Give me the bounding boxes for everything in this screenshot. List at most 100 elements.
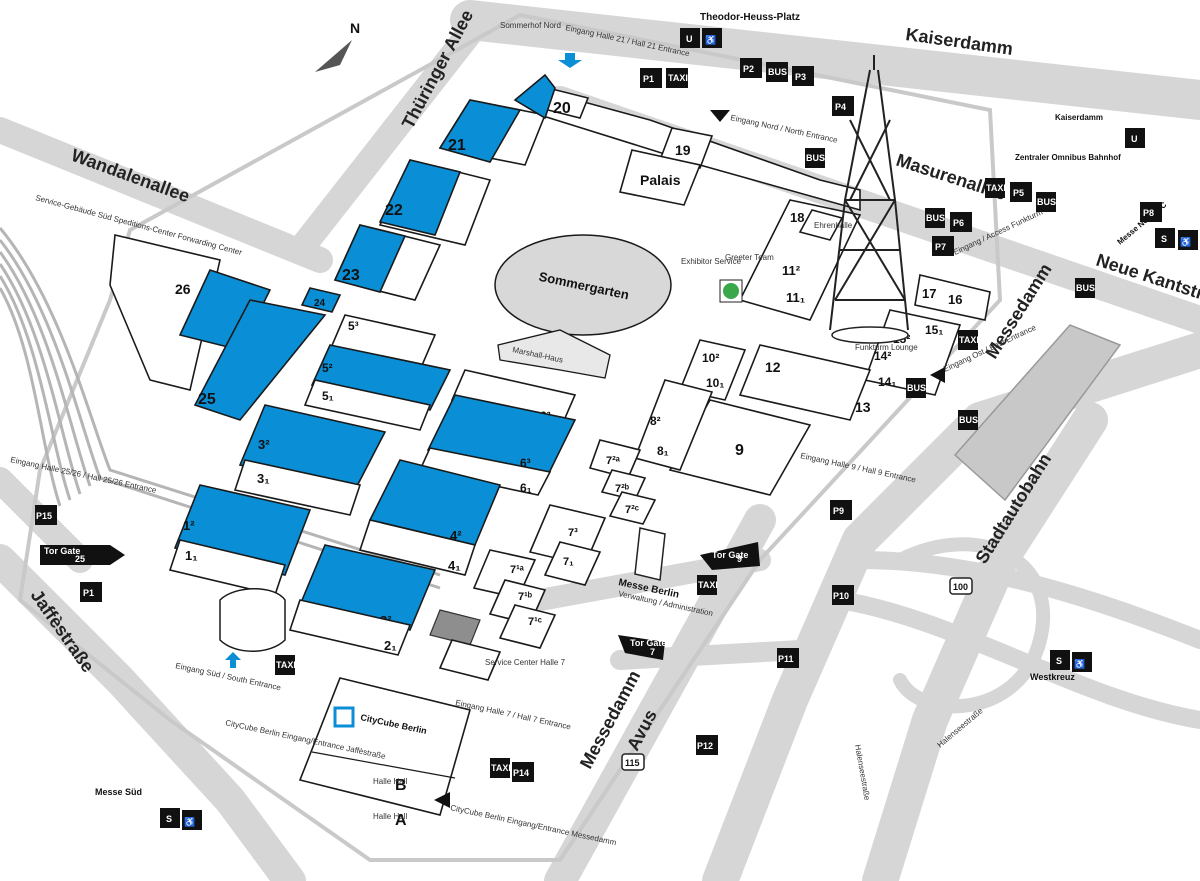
wheelchair-badge-westkreuz-text: ♿ (1074, 658, 1085, 669)
hall-7-1-label: 7₁ (563, 556, 574, 568)
south-rotunda (219, 588, 286, 652)
service-center-block (429, 609, 481, 646)
theodor-heuss-label: Theodor-Heuss-Platz (700, 12, 800, 23)
funkturm-lounge-label: Funkturm Lounge (855, 343, 918, 352)
hall-17-16 (914, 274, 991, 321)
westkreuz-label: Westkreuz (1030, 672, 1075, 682)
taxi-badge-6 (275, 655, 295, 675)
wheelchair-badge-nord-text: ♿ (1180, 236, 1191, 247)
halenseestrasse-a-label: Halenseestraße (853, 744, 872, 802)
gate-9-marker (700, 542, 760, 570)
hall-7-2b-label: 7²ᵇ (615, 483, 630, 495)
a115-label: 115 (625, 758, 640, 768)
hall-10 (678, 339, 747, 401)
hall-25 (193, 299, 327, 421)
hall-3-2-label: 3² (258, 437, 270, 452)
hall-9-label: 9 (735, 442, 744, 459)
gate-7-number: 7 (650, 647, 655, 657)
citycube: CityCube Berlin B A Halle Hall Halle Hal… (298, 677, 471, 829)
s-badge-nord (1155, 228, 1175, 248)
p-badge-14 (512, 762, 534, 782)
a115-shield (621, 753, 645, 771)
interchange-loop (893, 537, 1051, 714)
hall-14-1-label: 14₁ (878, 375, 896, 389)
hall-7-1c (498, 604, 557, 649)
taxi-badge-6-text: TAXI (276, 660, 296, 670)
gate-7-caption: Tor Gate (630, 638, 666, 648)
p-badge-3-text: P3 (795, 72, 806, 82)
badges: U ♿ P1 TAXI P2 BUS P3 P4 U TAXI P5 BUS B… (35, 28, 1198, 830)
taxi-badge-2 (985, 178, 1005, 198)
hall-24 (300, 287, 342, 313)
bus-badge-5 (1075, 278, 1095, 298)
info-icon (723, 283, 739, 299)
entrance-sued-arrow (225, 652, 241, 668)
hall-18-label: 18 (790, 210, 804, 225)
p-badge-9 (830, 500, 852, 520)
citycube-logo-icon (333, 706, 355, 728)
a100-label: 100 (953, 582, 968, 592)
bus-badge-7-text: BUS (959, 415, 978, 425)
citycube-hall-b: B (395, 777, 407, 794)
wheelchair-badge (702, 28, 722, 48)
hall-8 (633, 379, 714, 471)
p-badge-3 (792, 66, 814, 86)
ehrenhalle-label: Ehrenhalle (814, 221, 853, 230)
hall-14-2-label: 14² (874, 349, 891, 363)
p-badge-10 (832, 585, 854, 605)
hall-3-1-label: 3₁ (257, 471, 270, 486)
hall-5-1 (303, 379, 432, 431)
p-badge-12-text: P12 (697, 741, 713, 751)
hall-22-label: 22 (385, 202, 403, 219)
hall-19-label: 19 (675, 142, 691, 158)
p-badge-11-text: P11 (778, 654, 794, 664)
p-badge-11 (777, 648, 799, 668)
s-badge-sued-text: S (166, 814, 172, 824)
p-badge-8-text: P8 (1143, 208, 1154, 218)
taxi-badge-4-text: TAXI (698, 580, 718, 590)
entrance-nord-arrow (710, 110, 730, 122)
bus-badge-1 (766, 62, 788, 82)
hall-1-2-label: 1² (183, 518, 195, 533)
p-badge-12 (696, 735, 718, 755)
bus-badge-2-text: BUS (1037, 197, 1056, 207)
north-arrow-icon (315, 40, 352, 72)
wheelchair-badge-sued (182, 810, 202, 830)
hall-7-1c-label: 7¹ᶜ (528, 616, 542, 628)
hall-12-13 (738, 344, 872, 421)
hall-21-point (513, 73, 556, 120)
bus-badge-4 (925, 208, 945, 228)
entrance-sued-label: Eingang Süd / South Entrance (175, 661, 283, 692)
gates: Tor Gate 25 Tor Gate 9 Tor Gate 7 (40, 542, 760, 660)
entrance-halle21-arrow (558, 53, 582, 68)
p-badge-15 (35, 505, 57, 525)
hall-4-1 (358, 519, 477, 576)
hall-22-blue (378, 159, 462, 236)
hall-21-label: 21 (448, 137, 466, 154)
taxi-badge-1 (666, 68, 688, 88)
north-arrow: N (315, 20, 360, 72)
hall-13-label: 13 (855, 399, 871, 415)
messe-berlin-tower (634, 527, 666, 581)
bus-badge-6 (906, 378, 926, 398)
entrance-citycube-arrow (434, 792, 450, 808)
gate-25-caption: Tor Gate (44, 546, 80, 556)
hall-10-1-label: 10₁ (706, 376, 724, 390)
hall-10-2-label: 10² (702, 351, 719, 365)
gate-25-number: 25 (75, 554, 85, 564)
entrance-nord-label: Eingang Nord / North Entrance (730, 113, 839, 145)
info-label: Exhibitor Service (681, 257, 742, 266)
p-badge-2-text: P2 (743, 64, 754, 74)
p-badge-7-text: P7 (935, 242, 946, 252)
hall-11-1-label: 11₁ (786, 290, 805, 305)
hall-26-label: 26 (175, 281, 191, 297)
u-badge-kaiserdamm (1125, 128, 1145, 148)
funkturm-tower (829, 55, 909, 331)
kaiserdamm-road (450, 0, 1200, 120)
jaffestrasse-road (0, 544, 306, 881)
taxi-badge-3-text: TAXI (959, 335, 979, 345)
hall-6-3-label: 6³ (520, 456, 531, 470)
p-badge-6-text: P6 (953, 218, 964, 228)
hall-17-label: 17 (922, 286, 936, 301)
interchange-road-2 (831, 591, 1200, 729)
